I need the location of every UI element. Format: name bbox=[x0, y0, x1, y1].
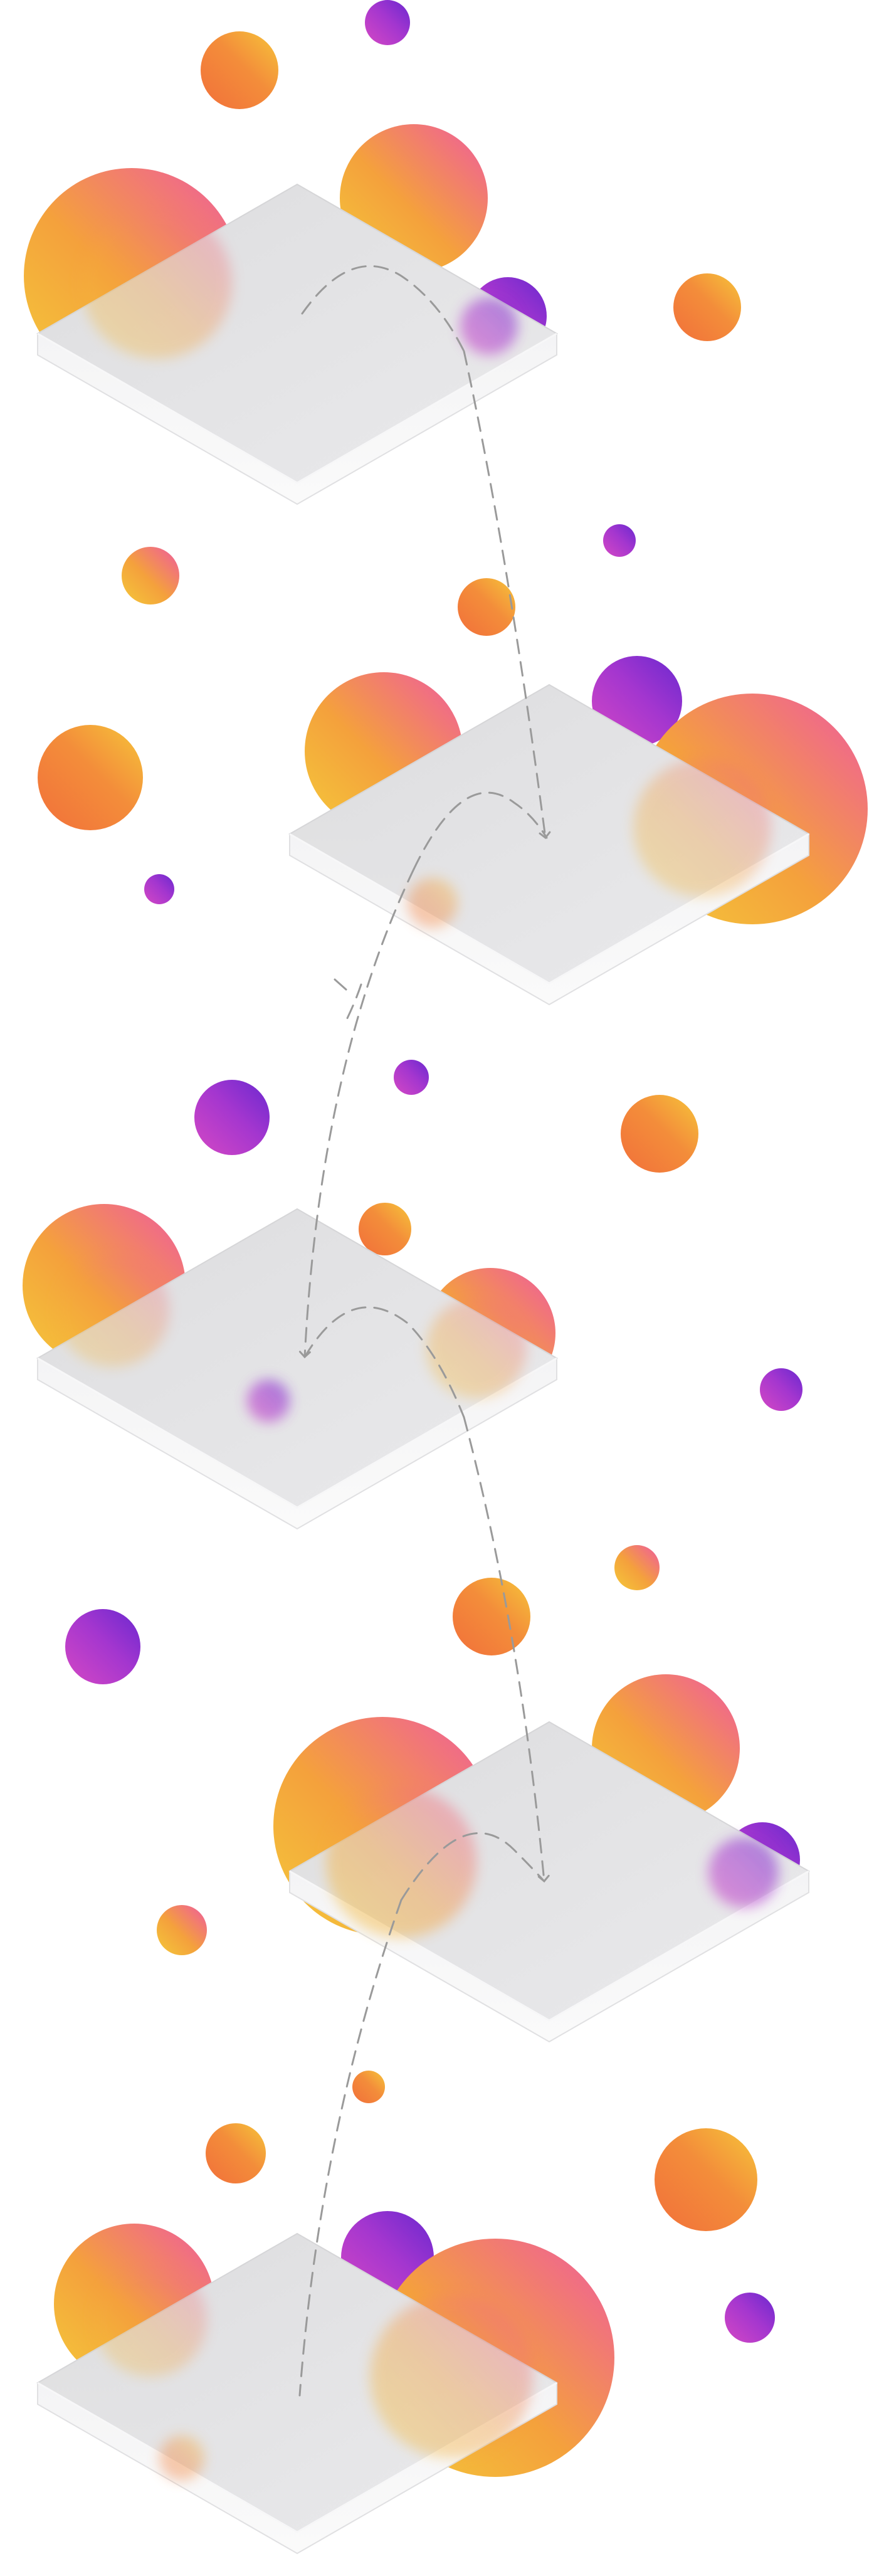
connector-arc bbox=[400, 1832, 545, 1901]
orb bbox=[614, 1545, 660, 1590]
orb bbox=[760, 1368, 802, 1411]
orb bbox=[458, 578, 515, 636]
orb bbox=[673, 273, 741, 341]
connector-drop-2-3 bbox=[298, 868, 415, 1359]
orb bbox=[65, 1609, 140, 1684]
orb bbox=[122, 547, 179, 604]
orb bbox=[144, 874, 174, 904]
step-connectors bbox=[298, 265, 551, 2397]
connector-branch bbox=[342, 983, 362, 1027]
orb bbox=[38, 725, 143, 830]
step-platform-3 bbox=[23, 1204, 559, 1530]
connector-branch bbox=[334, 978, 347, 991]
orb bbox=[206, 2123, 266, 2183]
step-platform-4 bbox=[273, 1674, 811, 2043]
orb bbox=[201, 31, 278, 109]
connector-arc bbox=[301, 265, 465, 352]
step-platform-2 bbox=[288, 656, 868, 1006]
orb bbox=[365, 0, 410, 45]
orb bbox=[359, 1203, 411, 1255]
orb bbox=[603, 524, 636, 557]
step-platform-5 bbox=[36, 2211, 614, 2555]
connector-drop-1-2 bbox=[463, 350, 551, 840]
orb bbox=[194, 1080, 270, 1155]
orb bbox=[655, 2128, 757, 2231]
connector-drop-4-5 bbox=[298, 1899, 403, 2397]
orb bbox=[394, 1060, 429, 1095]
step-platform-1 bbox=[24, 124, 559, 505]
orb bbox=[157, 1905, 207, 1955]
glass-slab bbox=[36, 1208, 559, 1530]
orb bbox=[725, 2293, 775, 2343]
connector-drop-3-4 bbox=[463, 1416, 550, 1883]
orb bbox=[453, 1578, 530, 1655]
orb bbox=[621, 1095, 698, 1173]
connector-arc bbox=[413, 791, 548, 870]
floating-orbs bbox=[38, 0, 802, 2343]
orb bbox=[352, 2071, 385, 2103]
connector-arc bbox=[303, 1306, 465, 1418]
